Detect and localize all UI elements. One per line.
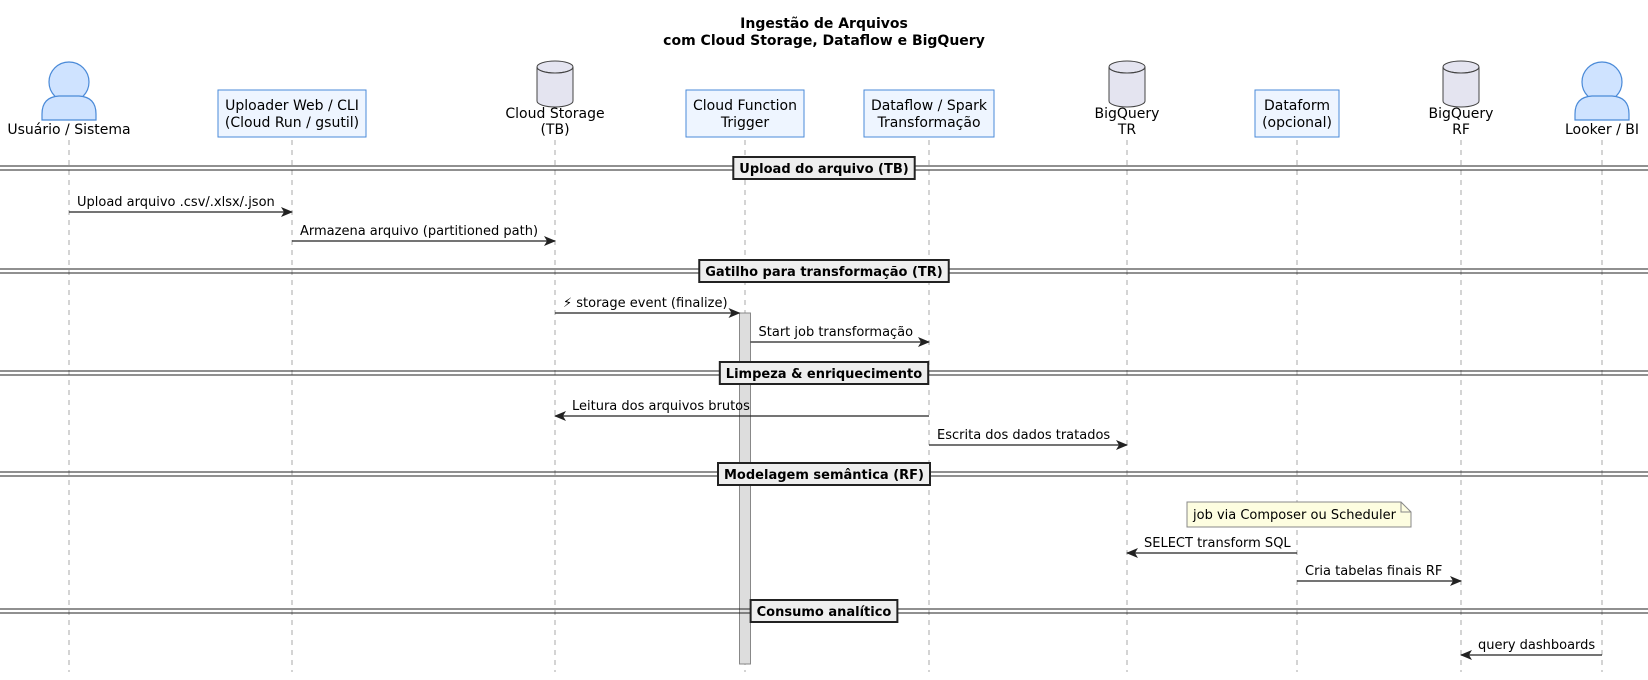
message-label: Leitura dos arquivos brutos — [572, 399, 750, 414]
divider-label-box — [732, 156, 916, 180]
notes: job via Composer ou Scheduler — [1186, 501, 1412, 528]
participant-dform: Dataform(opcional) — [1254, 89, 1340, 138]
message-label: Escrita dos dados tratados — [937, 428, 1110, 443]
divider-label: Modelagem semântica (RF) — [724, 468, 924, 483]
message-arrow: Start job transformação — [750, 325, 930, 347]
participant-label: Uploader Web / CLI — [225, 98, 359, 114]
participant-user: Usuário / Sistema — [7, 61, 131, 138]
diagram-title: Ingestão de Arquivos com Cloud Storage, … — [663, 16, 985, 49]
lifelines — [68, 140, 1603, 672]
divider-label: Limpeza & enriquecimento — [726, 367, 922, 382]
participant-looker: Looker / BI — [1565, 61, 1639, 138]
divider-label-box — [698, 259, 950, 283]
note-box — [1186, 501, 1412, 528]
section-divider: Gatilho para transformação (TR) — [0, 259, 1648, 283]
divider-label: Consumo analítico — [757, 605, 892, 620]
section-dividers: Upload do arquivo (TB) Gatilho para trans… — [0, 156, 1648, 623]
participants: Usuário / Sistema Uploader Web / CLI(Clou… — [7, 60, 1639, 138]
title-line-2: com Cloud Storage, Dataflow e BigQuery — [663, 33, 985, 49]
divider-label-box — [718, 361, 930, 385]
participant-label: Transformação — [876, 115, 980, 131]
participant-label: Looker / BI — [1565, 122, 1639, 138]
participant-label: Dataflow / Spark — [871, 98, 988, 114]
message-arrow: Armazena arquivo (partitioned path) — [292, 224, 556, 246]
participant-label: BigQuery — [1095, 106, 1160, 122]
participant-label: BigQuery — [1429, 106, 1494, 122]
participant-label: (Cloud Run / gsutil) — [225, 115, 359, 131]
note-text: job via Composer ou Scheduler — [1192, 508, 1397, 523]
database-rim — [536, 66, 574, 74]
message-label: Start job transformação — [759, 325, 914, 340]
message-label: query dashboards — [1478, 638, 1595, 653]
database-rim — [1108, 66, 1146, 74]
participant-uploader: Uploader Web / CLI(Cloud Run / gsutil) — [217, 89, 367, 138]
actor-body-icon — [1574, 95, 1630, 121]
participant-label: Cloud Function — [693, 98, 797, 114]
section-divider: Consumo analítico — [0, 599, 1648, 623]
message-arrow: Escrita dos dados tratados — [929, 428, 1128, 450]
database-icon — [1442, 67, 1480, 108]
actor-body-icon — [41, 95, 97, 121]
message-label: Cria tabelas finais RF — [1305, 564, 1442, 579]
participant-label: Cloud Storage — [505, 106, 604, 122]
message-label: ⚡ storage event (finalize) — [563, 296, 728, 311]
activation-bar-cf — [739, 312, 751, 665]
message-arrow: query dashboards — [1460, 638, 1602, 660]
divider-label-box — [717, 462, 931, 486]
participant-label: (TB) — [540, 122, 569, 138]
message-label: SELECT transform SQL — [1144, 536, 1291, 551]
divider-label: Gatilho para transformação (TR) — [705, 265, 942, 280]
note-dform: job via Composer ou Scheduler — [1186, 501, 1412, 528]
title-line-1: Ingestão de Arquivos — [740, 16, 908, 32]
participant-label: Dataform — [1264, 98, 1330, 114]
database-icon — [536, 67, 574, 108]
participant-label: TR — [1117, 122, 1137, 138]
divider-label-box — [749, 599, 899, 623]
messages: Upload arquivo .csv/.xlsx/.jsonArmazena … — [69, 195, 1602, 660]
database-rim — [1442, 66, 1480, 74]
message-arrow: ⚡ storage event (finalize) — [555, 296, 741, 318]
section-divider: Upload do arquivo (TB) — [0, 156, 1648, 180]
message-arrow: Leitura dos arquivos brutos — [554, 399, 929, 421]
message-arrow: Cria tabelas finais RF — [1297, 564, 1462, 586]
divider-label: Upload do arquivo (TB) — [739, 162, 908, 177]
note-fold — [1400, 502, 1411, 513]
participant-gcs: Cloud Storage(TB) — [505, 60, 605, 138]
message-label: Armazena arquivo (partitioned path) — [300, 224, 538, 239]
participant-label: RF — [1452, 122, 1470, 138]
message-label: Upload arquivo .csv/.xlsx/.json — [77, 195, 275, 210]
participant-label: (opcional) — [1262, 115, 1332, 131]
message-arrow: Upload arquivo .csv/.xlsx/.json — [69, 195, 293, 217]
participant-box — [863, 89, 995, 138]
participant-label: Usuário / Sistema — [7, 122, 130, 138]
participant-box — [217, 89, 367, 138]
message-arrow: SELECT transform SQL — [1126, 536, 1297, 558]
activation-bars — [739, 312, 751, 665]
database-icon — [1108, 67, 1146, 108]
section-divider: Limpeza & enriquecimento — [0, 361, 1648, 385]
participant-box — [685, 89, 805, 138]
section-divider: Modelagem semântica (RF) — [0, 462, 1648, 486]
participant-label: Trigger — [720, 115, 770, 131]
participant-box — [1254, 89, 1340, 138]
